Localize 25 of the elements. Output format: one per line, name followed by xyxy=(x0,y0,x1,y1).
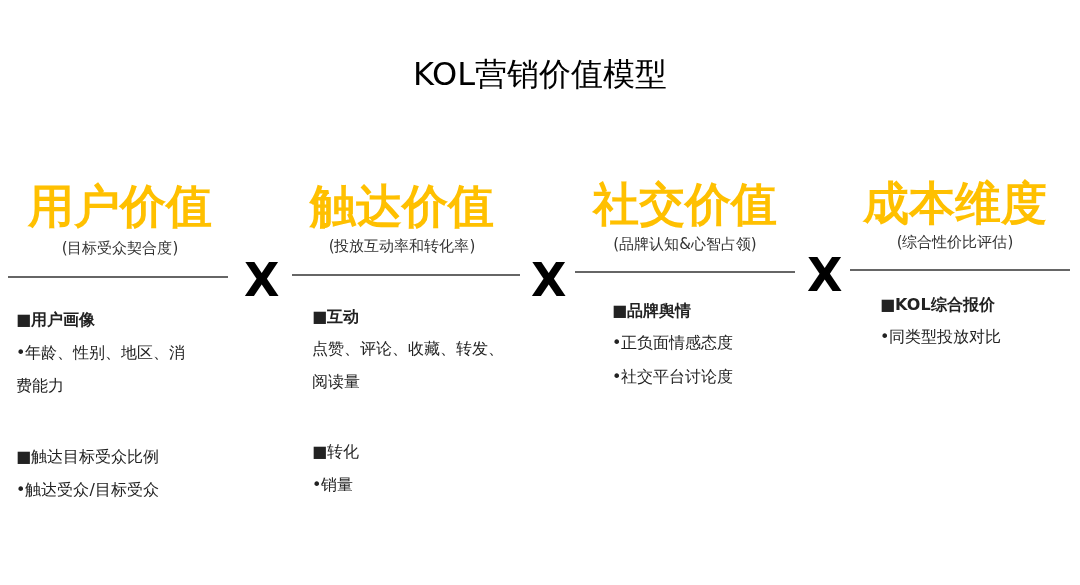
item-heading: ■互动 xyxy=(312,306,361,328)
multiply-sign: X xyxy=(244,255,281,305)
column-subtitle: (目标受众契合度) xyxy=(60,238,180,259)
bullet-text: •正负面情感态度 xyxy=(612,332,735,354)
item-heading: ■用户画像 xyxy=(16,309,97,331)
bullet-text: •同类型投放对比 xyxy=(880,326,1003,348)
column-heading: 成本维度 xyxy=(861,175,1048,231)
item-heading: ■转化 xyxy=(312,441,361,463)
column-subtitle: (投放互动率和转化率) xyxy=(327,236,477,257)
item-heading: ■品牌舆情 xyxy=(612,300,693,322)
body-text: 点赞、评论、收藏、转发、阅读量 xyxy=(312,338,505,393)
bullet-text: •触达受众/目标受众 xyxy=(16,479,160,501)
column-heading: 社交价值 xyxy=(591,176,778,232)
title: KOL营销价值模型 xyxy=(411,54,669,95)
item-heading: ■KOL综合报价 xyxy=(880,294,996,316)
column-heading: 触达价值 xyxy=(308,178,495,234)
multiply-sign: X xyxy=(807,250,844,300)
item-heading: ■触达目标受众比例 xyxy=(16,446,161,468)
column-subtitle: (品牌认知&心智占领) xyxy=(612,234,758,255)
column-subtitle: (综合性价比评估) xyxy=(895,232,1015,253)
column-heading: 用户价值 xyxy=(27,178,213,234)
bullet-text: •销量 xyxy=(312,474,355,496)
bullet-text: •社交平台讨论度 xyxy=(612,366,735,388)
multiply-sign: X xyxy=(531,255,568,305)
bullet-text: •年龄、性别、地区、消费能力 xyxy=(16,342,187,397)
